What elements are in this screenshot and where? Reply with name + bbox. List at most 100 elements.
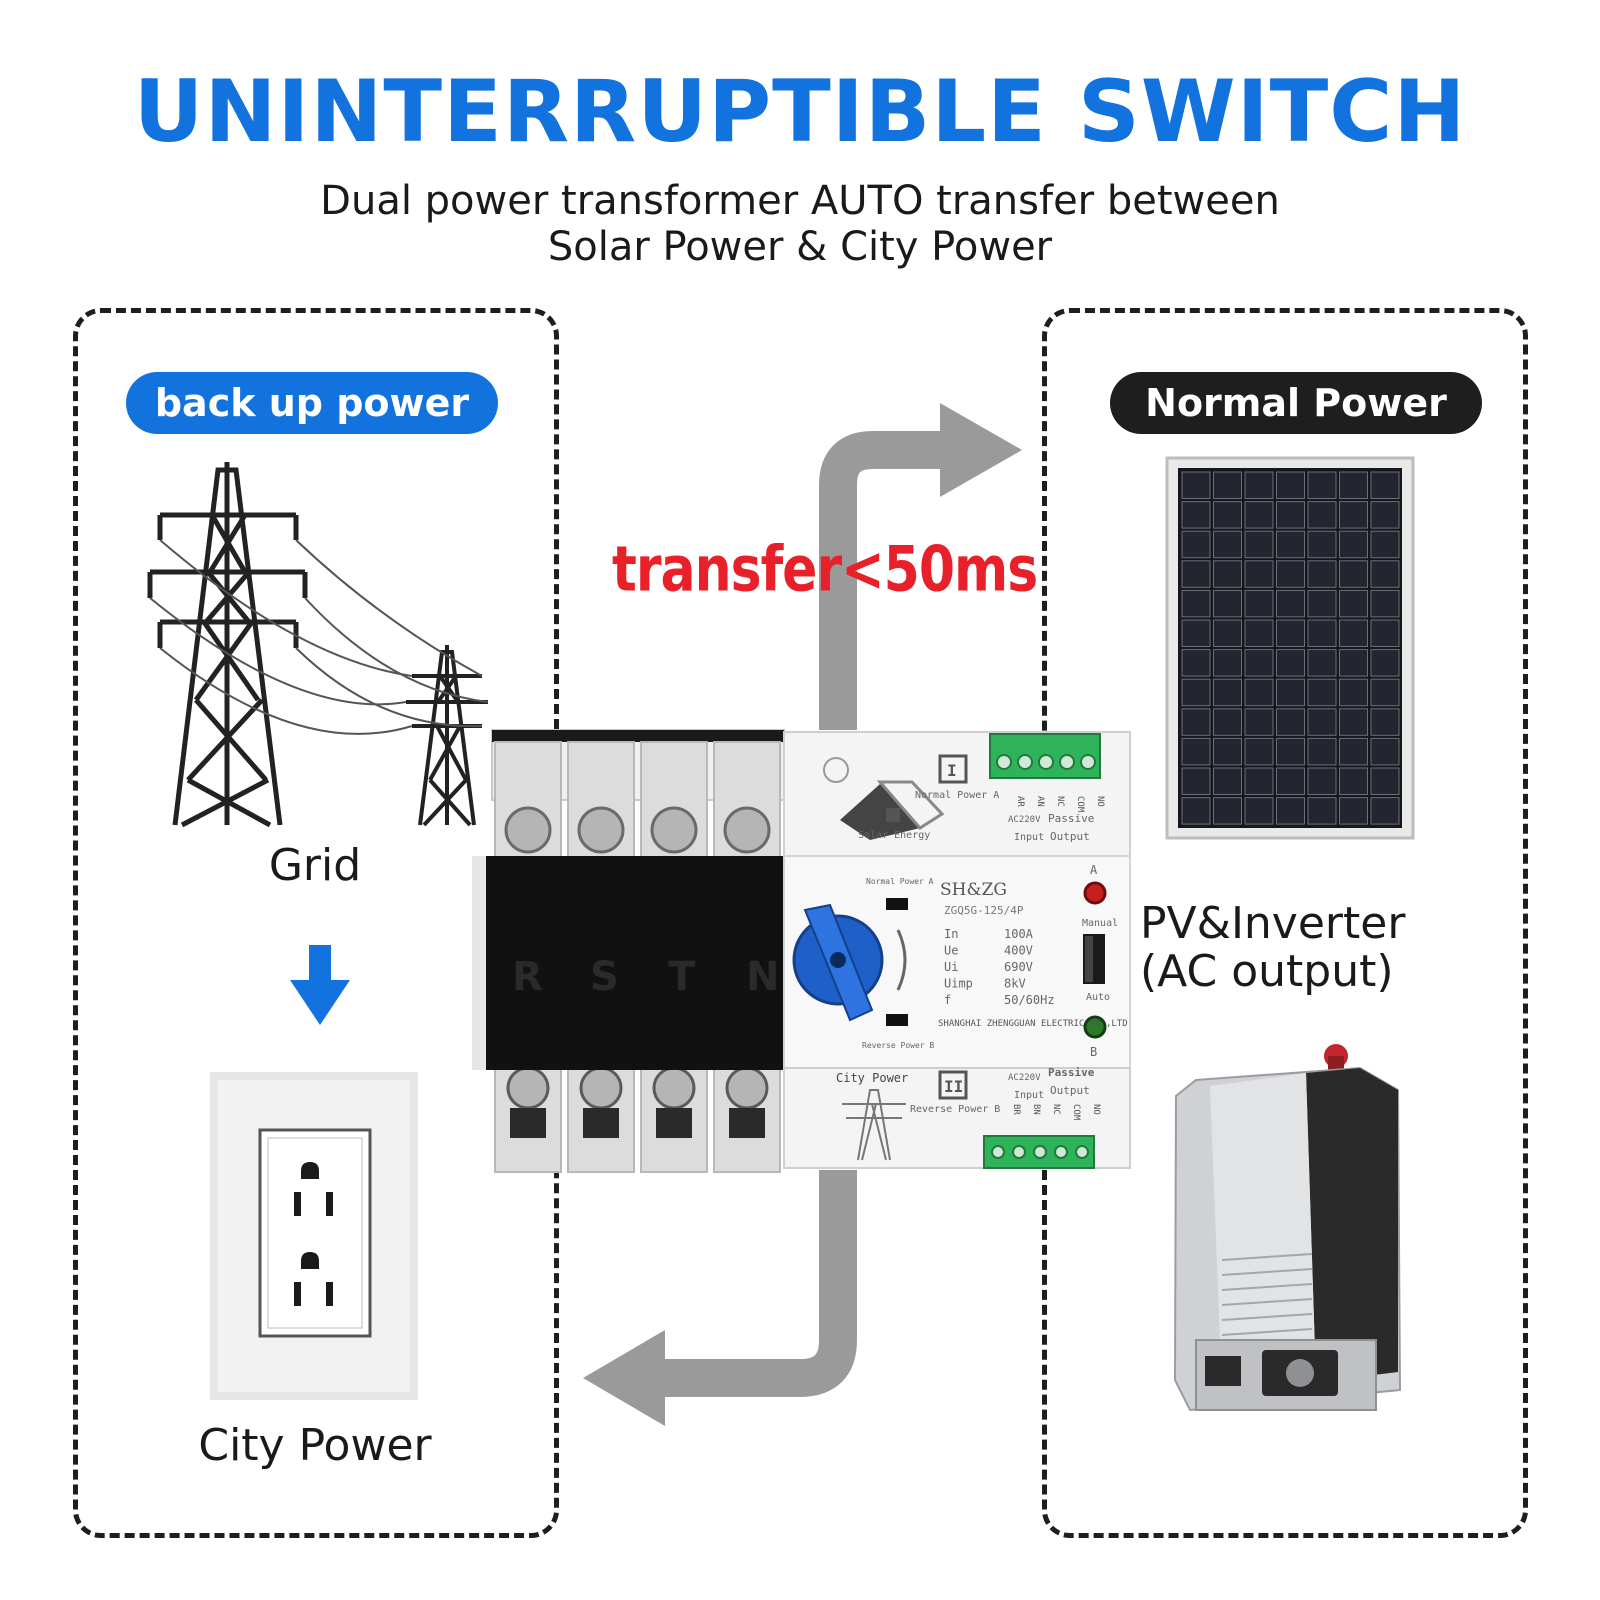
pv-inverter-label-line-2: (AC output) (1140, 946, 1394, 997)
solar-cell (1370, 797, 1400, 825)
solar-cell (1181, 767, 1211, 795)
transfer-switch-device (472, 729, 1131, 1173)
device-solar-energy: Solar Energy (858, 830, 930, 841)
solar-cell (1276, 767, 1305, 795)
solar-cell (1181, 678, 1211, 707)
pv-inverter-label-line-1: PV&Inverter (1140, 898, 1406, 949)
phase-label: S (590, 954, 619, 1000)
spec-key: f (944, 993, 951, 1007)
solar-cell (1370, 530, 1400, 559)
power-lines (149, 539, 489, 735)
solar-cell (1307, 560, 1337, 588)
device-city-power: City Power (836, 1071, 908, 1085)
solar-cell (1307, 797, 1337, 825)
transmission-tower-small-icon (406, 645, 488, 827)
terminal-bottom-label: BR (1011, 1104, 1021, 1115)
transfer-arrow-up (819, 403, 1022, 730)
device-ac220v-top: AC220V (1008, 815, 1041, 825)
solar-cell (1276, 619, 1305, 647)
spec-key: Ui (944, 960, 958, 974)
solar-cell (1307, 737, 1337, 766)
solar-cell (1213, 501, 1242, 529)
solar-cell (1181, 619, 1211, 647)
device-normal-power-a-top: Normal Power A (915, 790, 999, 801)
solar-cell (1276, 737, 1305, 766)
solar-cell (1244, 678, 1274, 707)
solar-cell (1276, 678, 1305, 707)
solar-cell (1307, 619, 1337, 647)
city-power-label: City Power (198, 1420, 432, 1471)
terminal-top-label: AN (1035, 796, 1045, 807)
solar-cell (1339, 708, 1368, 736)
phase-label: T (668, 954, 696, 1000)
device-model: ZGQ5G-125/4P (944, 904, 1024, 917)
solar-panel-icon (1165, 456, 1415, 840)
transfer-arrow-down (583, 1170, 857, 1426)
spec-value: 690V (1004, 960, 1033, 974)
solar-cell (1339, 678, 1368, 707)
device-reverse-power-b-bottom: Reverse Power B (910, 1104, 1000, 1115)
device-input-top: Input (1014, 832, 1044, 843)
pv-inverter-label: PV&Inverter (AC output) (1140, 900, 1460, 996)
solar-cell (1370, 767, 1400, 795)
solar-cell (1307, 767, 1337, 795)
solar-cell (1244, 530, 1274, 559)
solar-cell (1213, 560, 1242, 588)
phase-label: R (512, 954, 543, 1000)
solar-cell (1339, 501, 1368, 529)
inverter-icon (1173, 1044, 1402, 1412)
solar-cell (1276, 501, 1305, 529)
device-roman-two: II (944, 1077, 963, 1096)
device-brand: SH&ZG (940, 880, 1007, 900)
rotary-selector-knob (792, 903, 884, 1022)
solar-cell (1244, 471, 1274, 499)
solar-cell (1276, 708, 1305, 736)
spec-key: Ue (944, 944, 958, 958)
solar-cell (1370, 678, 1400, 707)
page-title: UNINTERRUPTIBLE SWITCH (133, 62, 1467, 162)
solar-cell (1339, 471, 1368, 499)
solar-cell (1213, 797, 1242, 825)
device-passive-bottom: Passive (1048, 1066, 1095, 1079)
solar-cell (1244, 797, 1274, 825)
solar-cell (1307, 649, 1337, 677)
solar-cell (1370, 471, 1400, 499)
phase-label: N (746, 954, 779, 1000)
solar-cell (1181, 589, 1211, 618)
transmission-tower-large-icon (147, 462, 308, 828)
solar-cell (1307, 708, 1337, 736)
solar-cell (1276, 797, 1305, 825)
device-auto-label: Auto (1086, 992, 1110, 1003)
spec-value: 400V (1004, 944, 1033, 958)
solar-cell (1213, 737, 1242, 766)
grid-label: Grid (268, 840, 362, 891)
solar-cell (1244, 767, 1274, 795)
device-output-bottom: Output (1050, 1084, 1090, 1097)
subtitle-line-2: Solar Power & City Power (547, 224, 1053, 270)
solar-cell (1339, 797, 1368, 825)
device-ac220v-bottom: AC220V (1008, 1073, 1041, 1083)
solar-cell (1339, 619, 1368, 647)
device-normal-power-a-mid: Normal Power A (866, 877, 934, 886)
solar-cell (1244, 619, 1274, 647)
terminal-bottom-label: NO (1091, 1104, 1101, 1115)
device-manual-label: Manual (1082, 918, 1118, 929)
solar-cell (1181, 560, 1211, 588)
spec-value: 50/60Hz (1004, 993, 1055, 1007)
device-output-top: Output (1050, 830, 1090, 843)
solar-cell (1181, 708, 1211, 736)
device-reverse-power-b-mid: Reverse Power B (862, 1041, 934, 1050)
solar-cell (1370, 737, 1400, 766)
solar-cell (1307, 501, 1337, 529)
solar-cell (1181, 797, 1211, 825)
backup-power-badge: back up power (126, 372, 498, 434)
solar-cell (1339, 560, 1368, 588)
solar-cell (1370, 501, 1400, 529)
solar-cell (1370, 619, 1400, 647)
solar-cell (1276, 471, 1305, 499)
solar-cell (1339, 530, 1368, 559)
transfer-time-label: transfer<50ms (612, 534, 1038, 606)
